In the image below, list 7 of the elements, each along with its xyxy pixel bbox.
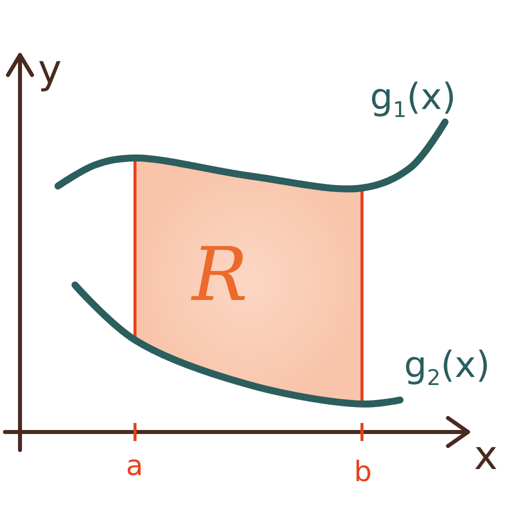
curve-label: g$_{2}$(x) <box>404 348 490 390</box>
tick-label: b <box>354 458 372 486</box>
axis-label: y <box>38 50 62 90</box>
region-label: R <box>192 238 248 312</box>
tick-label: a <box>126 452 144 480</box>
curve-label: g$_{1}$(x) <box>370 80 456 122</box>
axis-label: x <box>474 436 498 476</box>
